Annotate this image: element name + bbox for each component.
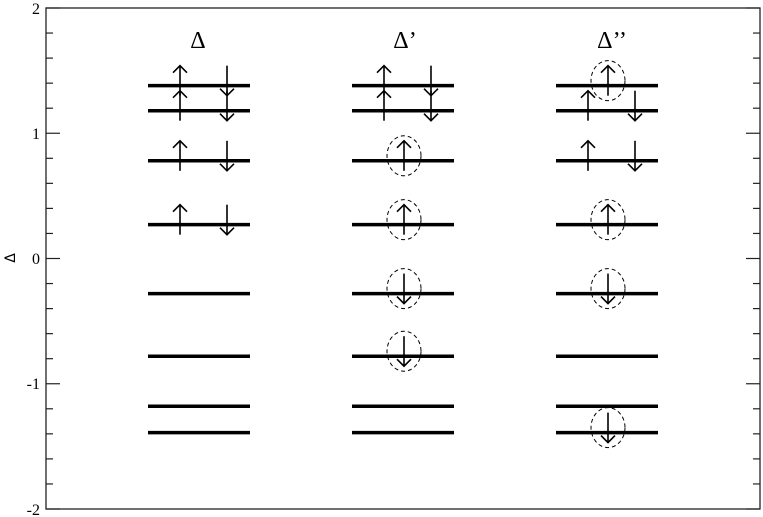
spin-down-arrow-icon [219,90,235,122]
tick-label-0: 0 [32,251,40,268]
dashed-circle-highlight [386,135,422,177]
energy-levels [148,60,658,449]
spin-down-arrow-icon [627,140,643,172]
column-title-delta-double-prime: Δ’’ [597,28,627,54]
column-title-delta: Δ [190,28,205,54]
spin-down-arrow-icon [219,140,235,172]
dashed-circle-highlight [386,330,422,372]
spin-down-arrow-icon [396,273,412,305]
tick-label-neg2: -2 [27,502,40,517]
spin-up-arrow-icon [172,203,188,235]
dashed-circle-highlight [590,407,626,449]
spin-up-arrow-icon [580,89,596,121]
tick-label-2: 2 [32,1,40,18]
column-title-delta-prime: Δ’ [393,28,416,54]
dashed-circle-highlight [590,268,626,310]
spin-up-arrow-icon [172,89,188,121]
spin-down-arrow-icon [627,90,643,122]
spin-up-arrow-icon [396,139,412,171]
level-column-2 [352,64,454,435]
spin-down-arrow-icon [600,273,616,305]
level-column-1 [148,64,250,435]
spin-down-arrow-icon [600,412,616,444]
tick-label-1: 1 [32,126,40,143]
spin-down-arrow-icon [219,204,235,236]
dashed-circle-highlight [590,199,626,241]
spin-up-arrow-icon [396,203,412,235]
y-axis-ticks [46,7,760,510]
spin-up-arrow-icon [580,139,596,171]
tick-label-neg1: -1 [27,376,40,393]
level-column-3 [556,60,658,449]
spin-up-arrow-icon [376,89,392,121]
dashed-circle-highlight [386,199,422,241]
dashed-circle-highlight [590,60,626,102]
spin-up-arrow-icon [600,203,616,235]
dashed-circle-highlight [386,268,422,310]
y-axis-label: Δ [3,253,19,263]
spin-down-arrow-icon [423,90,439,122]
y-axis-tick-labels: 2 1 0 -1 -2 [27,1,40,517]
spin-up-arrow-icon [600,64,616,96]
spin-down-arrow-icon [396,336,412,368]
spin-up-arrow-icon [172,139,188,171]
